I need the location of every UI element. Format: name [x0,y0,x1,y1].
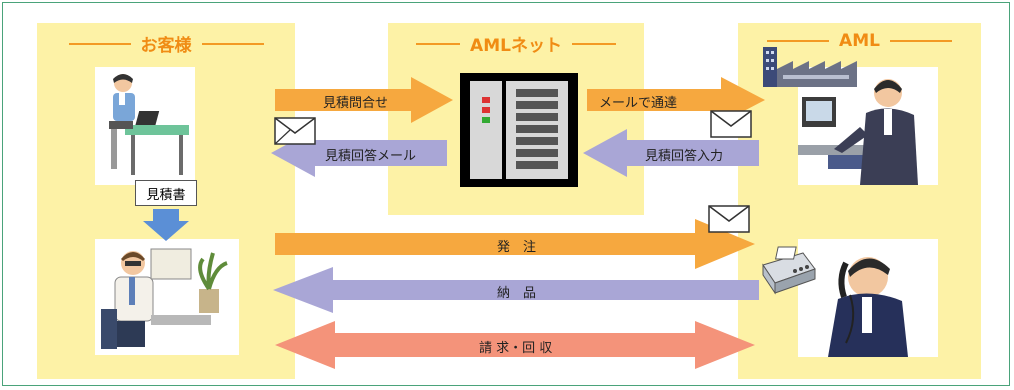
header-rule [416,42,461,45]
envelope-icon [708,205,750,233]
header-rule [889,40,952,42]
quote-sheet-down-arrow [143,209,189,241]
header-rule [201,42,264,45]
network-header: AMLネット [388,31,644,56]
order-arrow [275,219,755,269]
diagram-frame: お客様 AMLネット AML 見積書 [2,2,1010,386]
delivery-arrow [273,267,759,313]
flow-arrows [143,47,857,369]
building-icon [763,47,857,87]
company-phone-illustration [798,239,938,357]
customer-desk-illustration [95,67,195,185]
mail-notice-label: メールで通達 [599,96,678,111]
quote-reply-input-arrow [583,129,759,177]
delivery-label: 納 品 [497,286,537,301]
quote-inquiry-arrow [275,77,453,123]
quote-reply-mail-label: 見積回答メール [325,149,417,164]
quote-reply-input-label: 見積回答入力 [645,149,724,164]
order-label: 発 注 [497,240,537,255]
company-header: AML [738,31,981,51]
customer-title: お客様 [140,36,192,56]
header-rule [767,40,830,42]
company-title: AML [839,31,880,51]
server-icon [470,81,568,179]
mail-notice-arrow [587,77,765,123]
customer-office-illustration [95,239,239,355]
billing-label: 請 求・回 収 [479,341,553,356]
billing-arrow [275,321,755,369]
quote-inquiry-label: 見積問合せ [323,96,389,111]
fax-icon [762,246,816,295]
network-title: AMLネット [470,36,562,56]
envelope-icon [274,117,316,145]
server-panel [460,73,578,187]
envelope-icon [710,110,752,138]
quote-sheet-document: 見積書 [135,180,197,206]
customer-header: お客様 [37,31,295,56]
header-rule [68,42,131,45]
header-rule [571,42,616,45]
